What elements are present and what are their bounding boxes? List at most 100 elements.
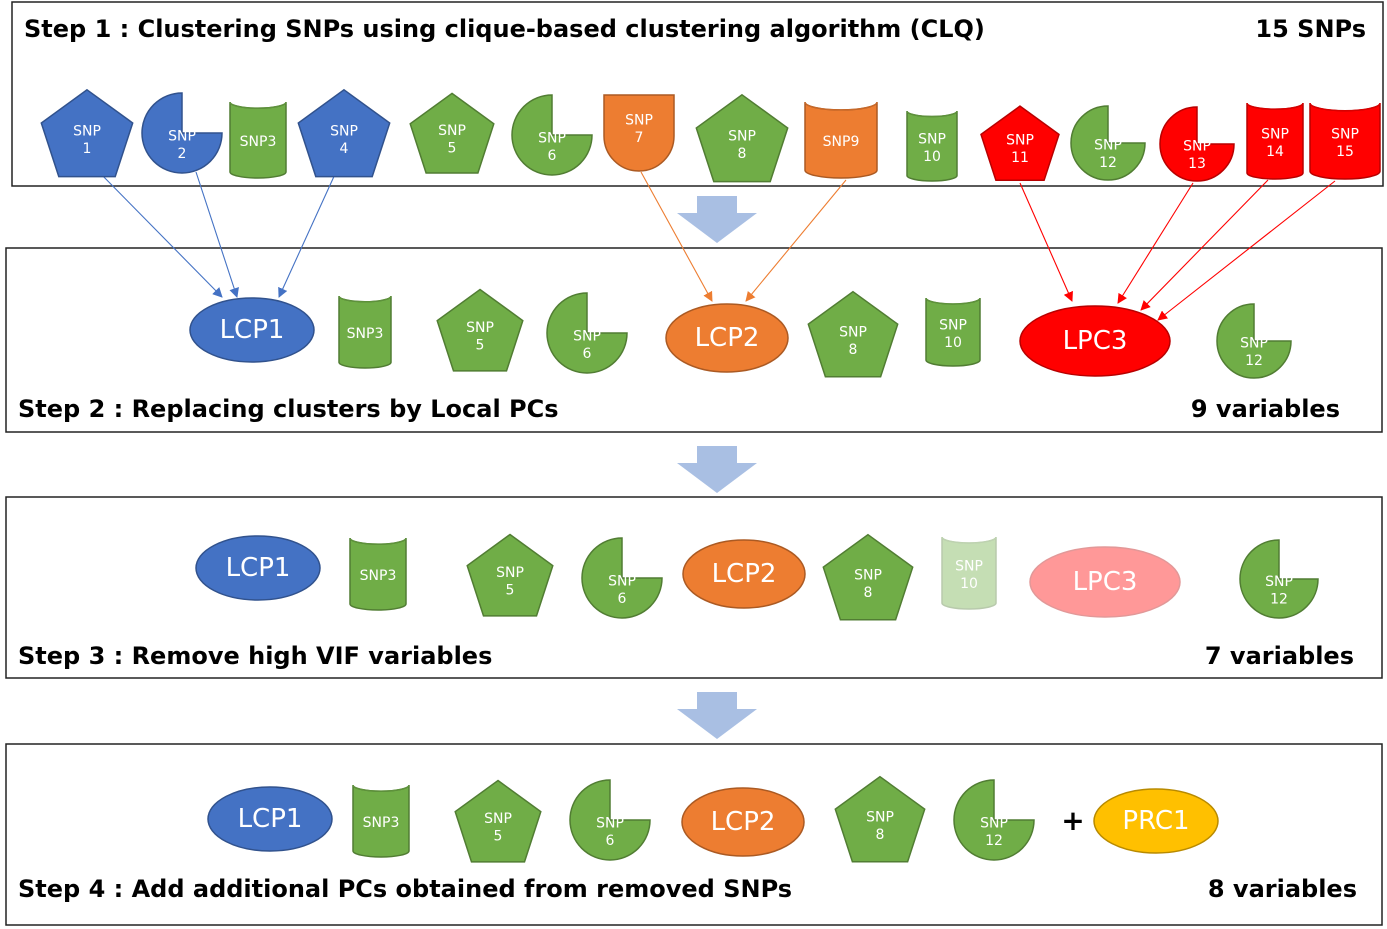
node-s2-snp10: SNP 10 <box>925 297 981 367</box>
step3-count: 7 variables <box>1205 642 1354 670</box>
step2-title: Step 2 : Replacing clusters by Local PCs <box>18 395 559 423</box>
pie-shape <box>511 94 593 176</box>
pie-shape <box>546 292 628 374</box>
node-label: 12 <box>985 833 1003 849</box>
step1-panel <box>11 1 1384 187</box>
node-label: 6 <box>606 833 615 849</box>
node-label: SNP <box>839 324 867 340</box>
node-label: LPC3 <box>1073 567 1138 597</box>
node-s2-lcp1: LCP1 <box>189 297 315 363</box>
node-s4-lcp1: LCP1 <box>207 786 333 852</box>
node-label: LCP1 <box>220 315 285 345</box>
pie-shape <box>581 537 663 619</box>
node-label: SNP <box>1183 138 1211 154</box>
node-label: SNP9 <box>823 134 860 150</box>
node-label: SNP <box>438 123 466 139</box>
node-label: 8 <box>876 827 885 843</box>
node-label: SNP <box>918 131 946 147</box>
node-label: SNP <box>625 112 653 128</box>
node-label: SNP <box>955 558 983 574</box>
node-label: 10 <box>923 149 941 165</box>
ellipse-shape <box>189 297 315 363</box>
cluster-edges <box>96 169 1336 321</box>
edge-snp7-to-lcp2 <box>640 171 713 302</box>
edge-snp14-to-lpc3 <box>1140 179 1269 311</box>
node-s1-snp10: SNP 10 <box>906 110 958 182</box>
ellipse-shape <box>1093 788 1219 854</box>
edge-snp11-to-lpc3 <box>1019 182 1073 302</box>
ellipse-shape <box>1029 546 1181 618</box>
pie-shape <box>569 779 651 861</box>
edge-snp13-to-lpc3 <box>1117 182 1194 304</box>
node-s4-prc1: PRC1 <box>1093 788 1219 854</box>
node-s3-snp3: SNP3 <box>349 537 407 611</box>
node-s3-snp5: SNP 5 <box>466 533 554 617</box>
node-s4-snp3: SNP3 <box>352 784 410 858</box>
cylinder-rim <box>906 110 958 118</box>
tombstone-shape <box>603 94 675 172</box>
node-label: 13 <box>1188 156 1206 172</box>
pie-shape <box>1239 539 1319 619</box>
node-label: PRC1 <box>1122 806 1189 836</box>
pentagon-shape <box>436 288 524 372</box>
ellipse-shape <box>681 787 805 857</box>
edge-snp15-to-lpc3 <box>1157 180 1336 321</box>
node-label: SNP <box>496 565 524 581</box>
flow-arrow-step1-to-step2 <box>677 196 757 243</box>
pie-shape <box>1216 303 1292 379</box>
step2-panel <box>5 247 1383 433</box>
node-label: 14 <box>1266 144 1284 160</box>
pentagon-shape <box>409 92 495 174</box>
ellipse-shape <box>682 539 806 609</box>
node-label: 5 <box>494 829 503 845</box>
node-s4-snp5: SNP 5 <box>454 779 542 863</box>
node-label: SNP <box>538 130 566 146</box>
node-s3-lcp1: LCP1 <box>195 535 321 601</box>
edge-snp9-to-lcp2 <box>745 179 847 302</box>
ellipse-shape <box>195 535 321 601</box>
node-label: SNP <box>168 128 196 144</box>
node-label: 12 <box>1270 592 1288 608</box>
node-label: 8 <box>849 342 858 358</box>
edge-snp4-to-lcp1 <box>278 171 337 298</box>
cylinder-rim <box>229 101 287 109</box>
node-label: 6 <box>583 346 592 362</box>
node-label: 10 <box>960 576 978 592</box>
node-label: SNP3 <box>360 568 397 584</box>
node-s1-snp9: SNP9 <box>804 101 878 179</box>
node-label: 1 <box>83 141 92 157</box>
node-label: SNP <box>484 811 512 827</box>
node-s2-lcp2: LCP2 <box>665 303 789 373</box>
node-label: 8 <box>864 585 873 601</box>
step4-count: 8 variables <box>1208 875 1357 903</box>
node-label: 2 <box>178 146 187 162</box>
step4-title: Step 4 : Add additional PCs obtained fro… <box>18 875 792 903</box>
step3-panel <box>5 496 1383 679</box>
step1-title: Step 1 : Clustering SNPs using clique-ba… <box>24 15 985 43</box>
node-label: SNP <box>939 317 967 333</box>
node-label: SNP <box>1006 132 1034 148</box>
node-s4-lcp2: LCP2 <box>681 787 805 857</box>
flow-arrow-step3-to-step4 <box>677 692 757 739</box>
node-label: 4 <box>340 141 349 157</box>
node-s2-lpc3: LPC3 <box>1019 305 1171 377</box>
node-s1-snp3: SNP3 <box>229 101 287 179</box>
node-label: 10 <box>944 335 962 351</box>
pentagon-shape <box>822 533 914 621</box>
plus-sign: + <box>1061 804 1084 837</box>
node-s1-snp13: SNP 13 <box>1159 106 1235 182</box>
node-s3-lpc3: LPC3 <box>1029 546 1181 618</box>
cylinder-rim <box>338 295 392 303</box>
node-label: 5 <box>506 583 515 599</box>
